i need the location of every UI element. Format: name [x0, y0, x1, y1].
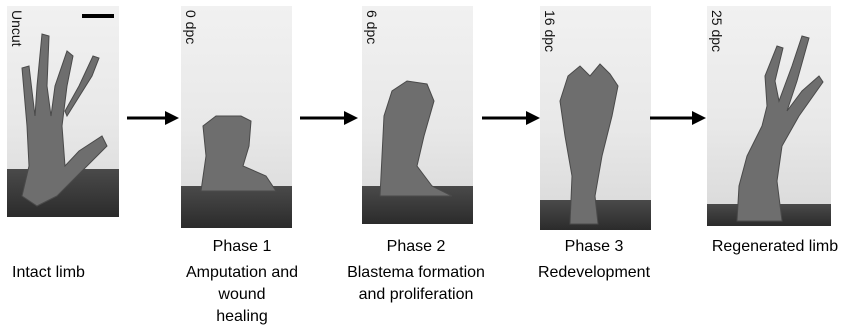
caption-phase2-line2: and proliferation — [326, 284, 506, 306]
arrow-icon — [650, 110, 706, 126]
regenerated-limb-image — [707, 6, 831, 226]
caption-phase1-line1: Amputation and — [166, 262, 318, 284]
arrow-icon — [482, 110, 540, 126]
panel-uncut: Uncut — [7, 6, 119, 217]
arrow-icon — [127, 110, 179, 126]
panel-label: 25 dpc — [709, 10, 725, 52]
caption-phase2-title: Phase 2 — [350, 236, 482, 258]
caption-phase1-title: Phase 1 — [176, 236, 308, 258]
caption-regenerated: Regenerated limb — [700, 236, 850, 258]
caption-phase3-title: Phase 3 — [528, 236, 660, 258]
arrow-icon — [300, 110, 358, 126]
panel-label: Uncut — [9, 10, 25, 47]
panel-label: 0 dpc — [183, 10, 199, 44]
panel-label: 16 dpc — [542, 10, 558, 52]
caption-phase1-line3: healing — [176, 306, 308, 328]
caption-phase3-line1: Redevelopment — [513, 262, 675, 284]
caption-intact: Intact limb — [12, 262, 85, 284]
panel-6-dpc: 6 dpc — [362, 6, 473, 224]
panel-label: 6 dpc — [364, 10, 380, 44]
panel-25-dpc: 25 dpc — [707, 6, 831, 226]
scale-bar — [82, 14, 114, 18]
panel-16-dpc: 16 dpc — [540, 6, 651, 230]
caption-phase2-line1: Blastema formation — [326, 262, 506, 284]
caption-phase1-line2: wound — [176, 284, 308, 306]
panel-0-dpc: 0 dpc — [181, 6, 292, 228]
